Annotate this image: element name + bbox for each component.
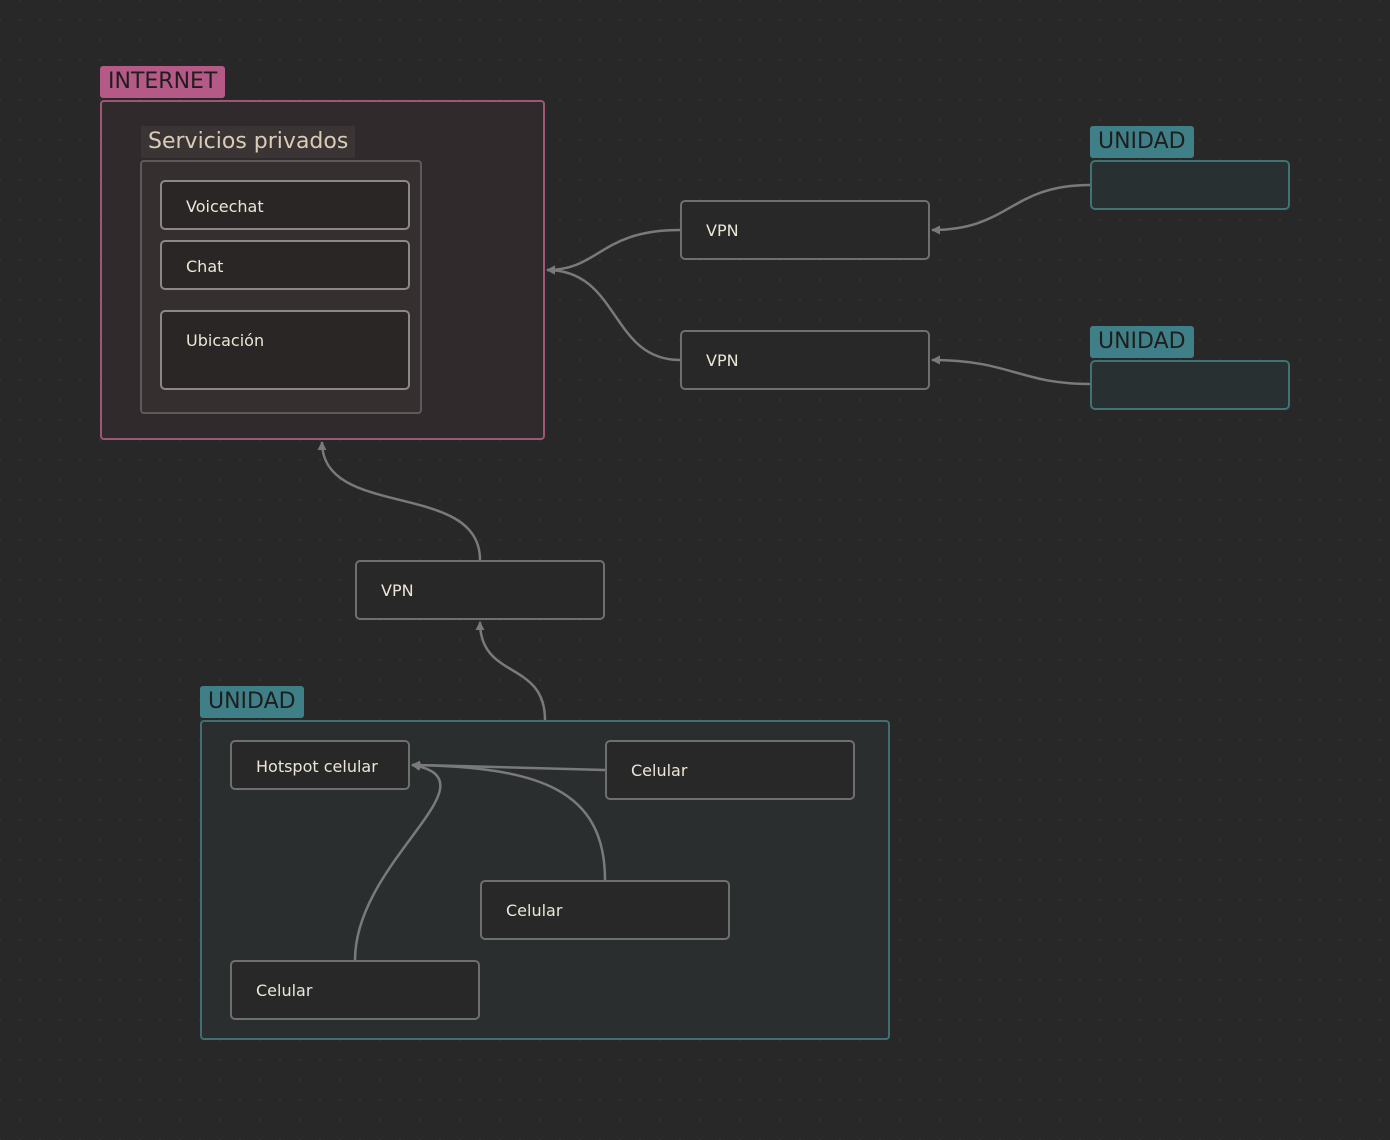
chat-node[interactable]: Chat: [160, 240, 410, 290]
edge-vpn-mid-to-internet: [546, 265, 681, 362]
ubicacion-label: Ubicación: [186, 331, 265, 350]
edge-unidad-top-to-vpn-top: [931, 183, 1091, 235]
vpn-mid-label: VPN: [706, 351, 739, 370]
unidad-main-tag: UNIDAD: [200, 686, 304, 718]
vpn-bottom-node[interactable]: VPN: [355, 560, 605, 620]
unidad-mid-group[interactable]: [1090, 360, 1290, 410]
services-group-label: Servicios privados: [141, 126, 356, 158]
unidad-top-group[interactable]: [1090, 160, 1290, 210]
vpn-mid-node[interactable]: VPN: [680, 330, 930, 390]
voicechat-node[interactable]: Voicechat: [160, 180, 410, 230]
hotspot-node[interactable]: Hotspot celular: [230, 740, 410, 790]
celular-mid-node[interactable]: Celular: [480, 880, 730, 940]
celular-left-label: Celular: [256, 981, 313, 1000]
celular-mid-label: Celular: [506, 901, 563, 920]
celular-left-node[interactable]: Celular: [230, 960, 480, 1020]
vpn-bottom-label: VPN: [381, 581, 414, 600]
vpn-top-label: VPN: [706, 221, 739, 240]
hotspot-label: Hotspot celular: [256, 757, 378, 776]
edge-unidad-mid-to-vpn-mid: [931, 355, 1091, 386]
ubicacion-node[interactable]: Ubicación: [160, 310, 410, 390]
celular-right-label: Celular: [631, 761, 688, 780]
edge-vpn-top-to-internet: [546, 228, 681, 275]
celular-right-node[interactable]: Celular: [605, 740, 855, 800]
chat-label: Chat: [186, 257, 224, 276]
unidad-top-tag: UNIDAD: [1090, 126, 1194, 158]
edge-vpn-bottom-to-internet: [317, 441, 482, 561]
unidad-mid-tag: UNIDAD: [1090, 326, 1194, 358]
internet-group-tag: INTERNET: [100, 66, 226, 98]
voicechat-label: Voicechat: [186, 197, 264, 216]
edge-unidad-to-vpn-bottom: [475, 621, 547, 721]
vpn-top-node[interactable]: VPN: [680, 200, 930, 260]
